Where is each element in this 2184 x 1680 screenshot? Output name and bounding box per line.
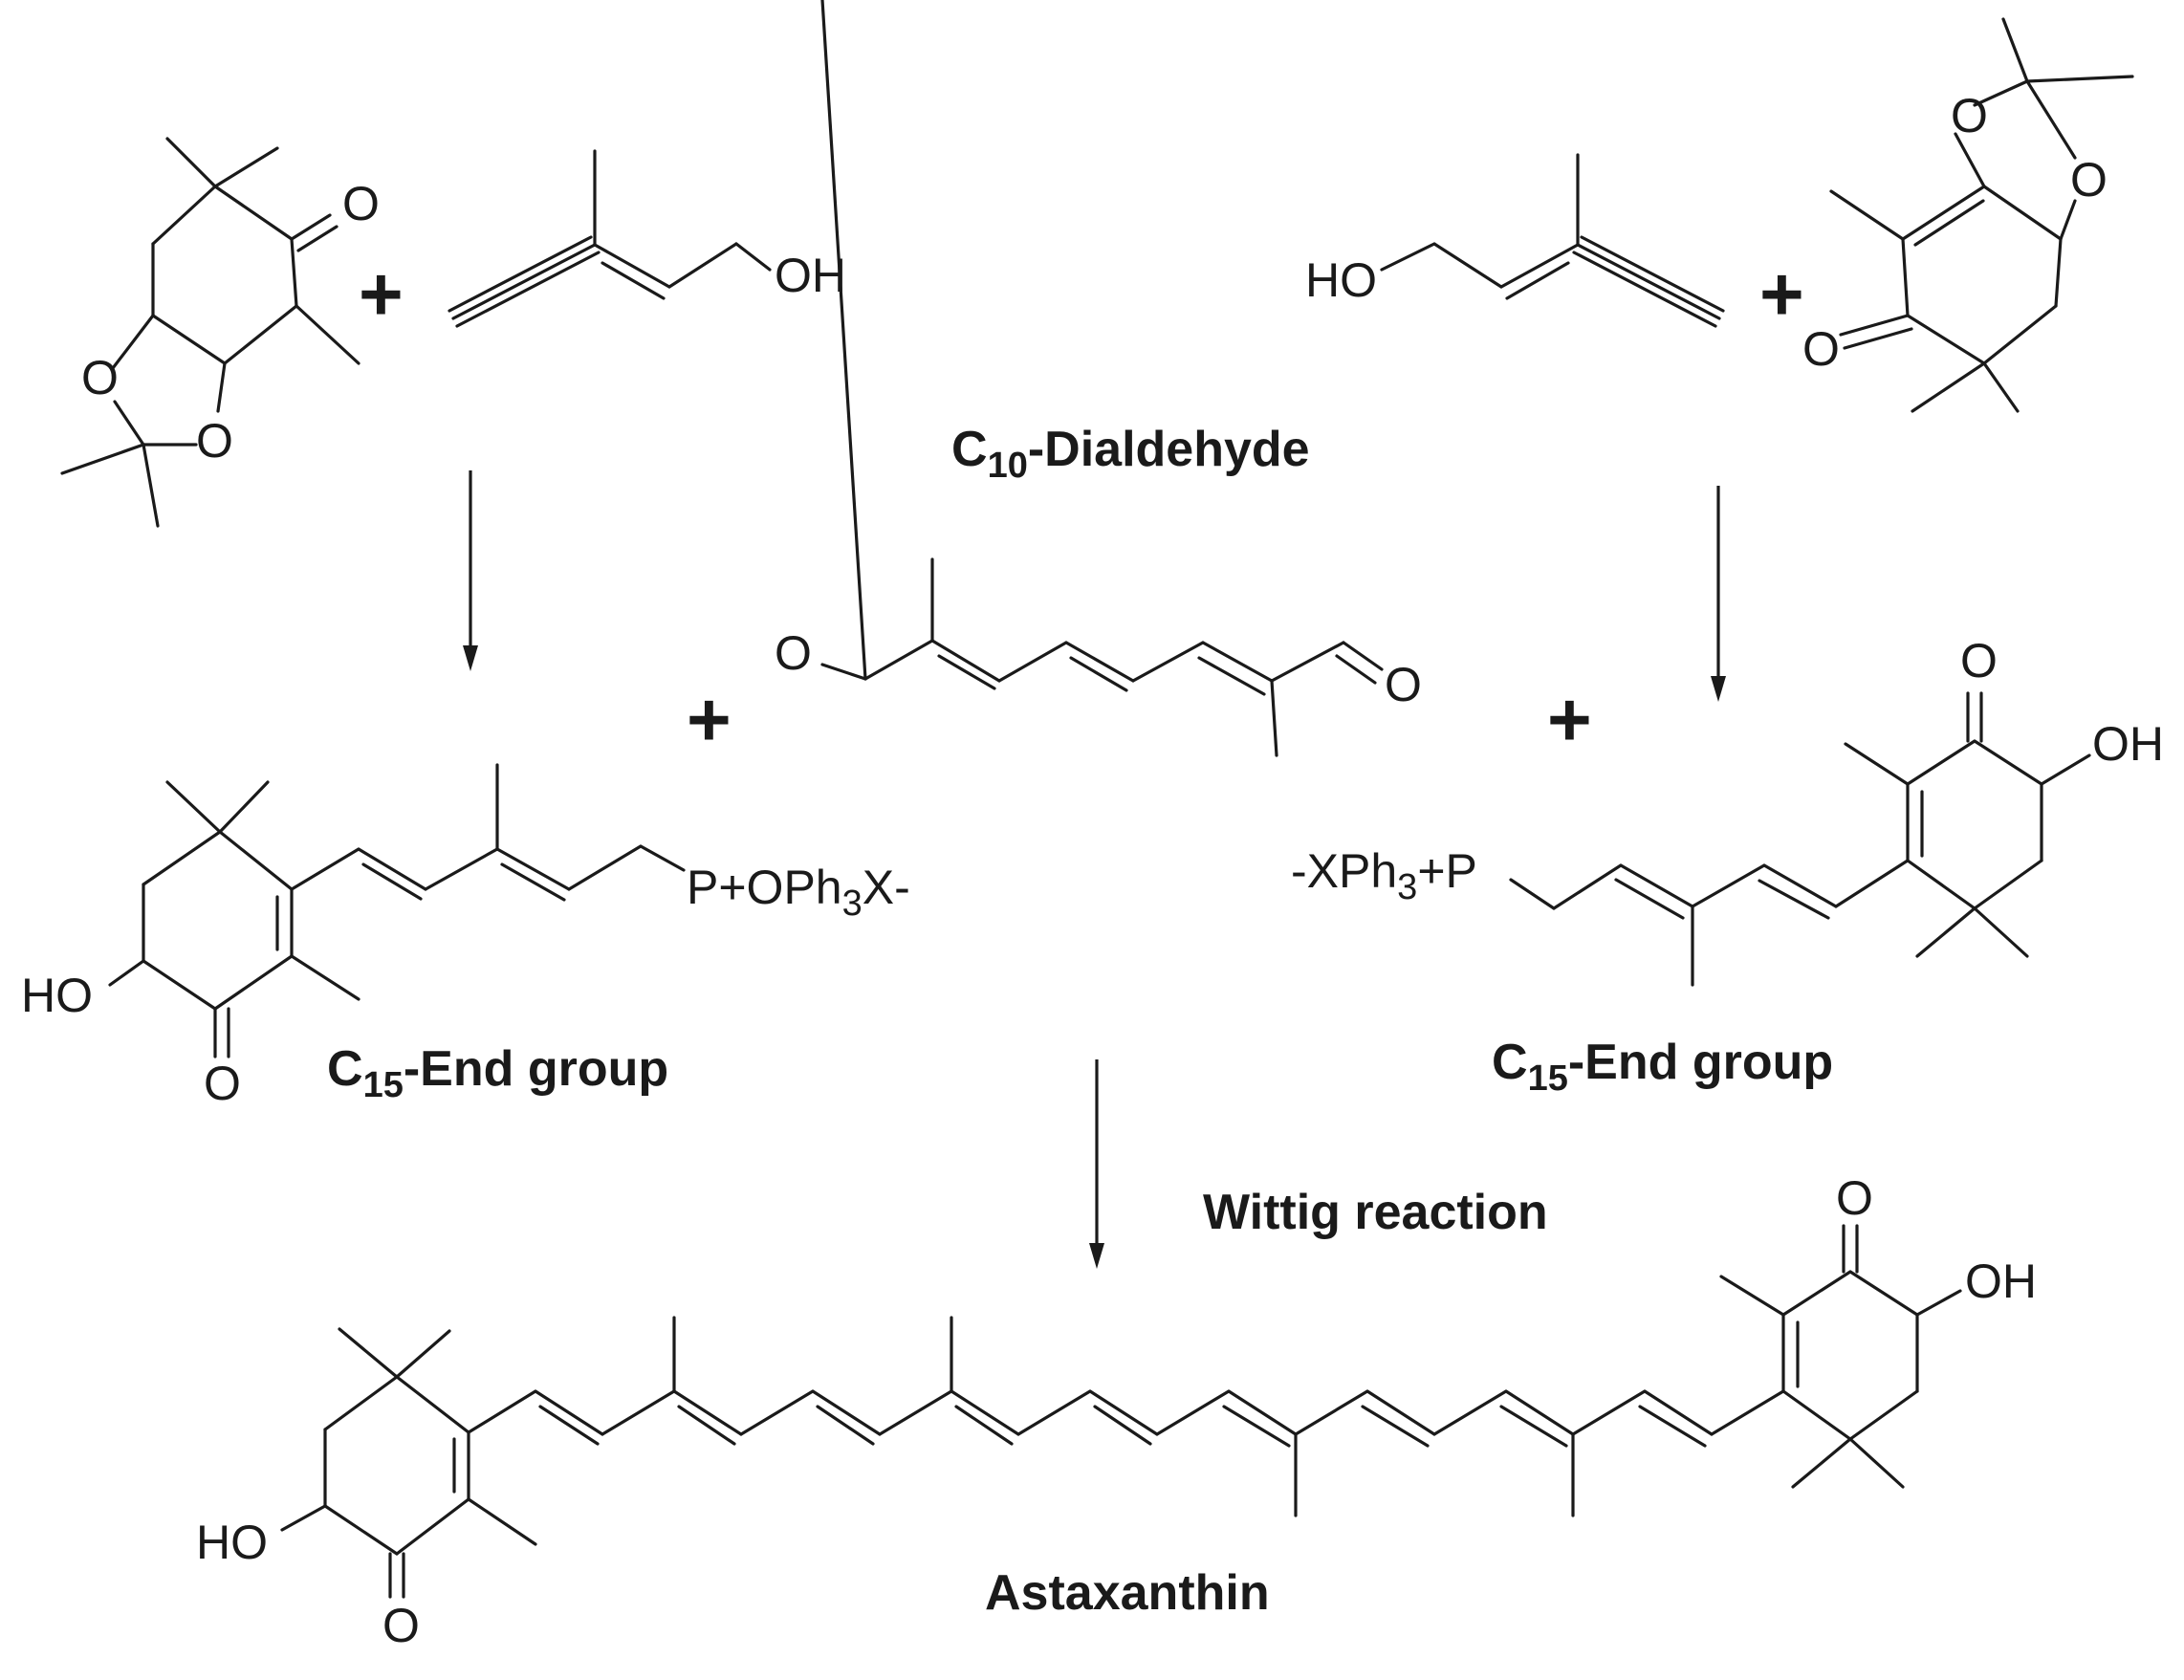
end-group-right-phosphonium: -XPh3+P — [1291, 844, 1477, 907]
plus-sign: + — [1759, 251, 1804, 337]
arrow-left-down — [463, 470, 478, 671]
astaxanthin-name: Astaxanthin — [985, 1565, 1270, 1621]
astaxanthin-ketone-o-left: O — [382, 1599, 420, 1652]
plus-sign: + — [687, 677, 732, 762]
astaxanthin-structure — [280, 1224, 1962, 1599]
end-group-left-ketone-o: O — [204, 1057, 241, 1110]
reactant-left-enynol — [448, 149, 772, 328]
astaxanthin-ketone-o-right: O — [1836, 1171, 1873, 1225]
plus-sign: + — [359, 251, 404, 337]
astaxanthin-ho: HO — [196, 1516, 268, 1569]
reactant-right-enynol — [1380, 153, 1725, 328]
reactant-left-oh: OH — [775, 249, 846, 302]
end-group-left-ho: HO — [21, 969, 93, 1022]
reactant-left-dioxolane-o2: O — [196, 414, 233, 468]
wittig-reaction-label: Wittig reaction — [1203, 1185, 1548, 1240]
end-group-right-structure — [1509, 691, 2091, 987]
reactant-right-ho: HO — [1305, 253, 1377, 307]
end-group-right-oh: OH — [2092, 717, 2164, 771]
reactant-right-ketone-o: O — [1802, 322, 1840, 376]
reactant-right-dioxolane-o2: O — [2070, 153, 2108, 207]
arrow-wittig-down — [1089, 1059, 1104, 1269]
astaxanthin-oh: OH — [1965, 1255, 2037, 1308]
dialdehyde-o-right: O — [1385, 658, 1422, 711]
dialdehyde-caption: C10-Dialdehyde — [951, 422, 1310, 486]
reactant-left-ring — [60, 137, 360, 528]
dialdehyde-structure — [820, 0, 1384, 757]
reactant-right-dioxolane-o1: O — [1951, 89, 1988, 142]
reactant-left-ketone-o: O — [342, 177, 380, 230]
end-group-right-caption: C15-End group — [1492, 1035, 1833, 1099]
reactant-right-ring — [1829, 17, 2134, 413]
end-group-left-caption: C15-End group — [327, 1041, 668, 1105]
end-group-right-ketone-o: O — [1960, 634, 1998, 687]
end-group-left-phosphonium: P+OPh3X- — [687, 861, 910, 924]
arrow-right-down — [1711, 486, 1726, 702]
plus-sign: + — [1547, 677, 1592, 762]
reactant-left-dioxolane-o1: O — [81, 351, 119, 404]
end-group-left-structure — [108, 763, 686, 1058]
dialdehyde-o-left: O — [775, 626, 812, 680]
